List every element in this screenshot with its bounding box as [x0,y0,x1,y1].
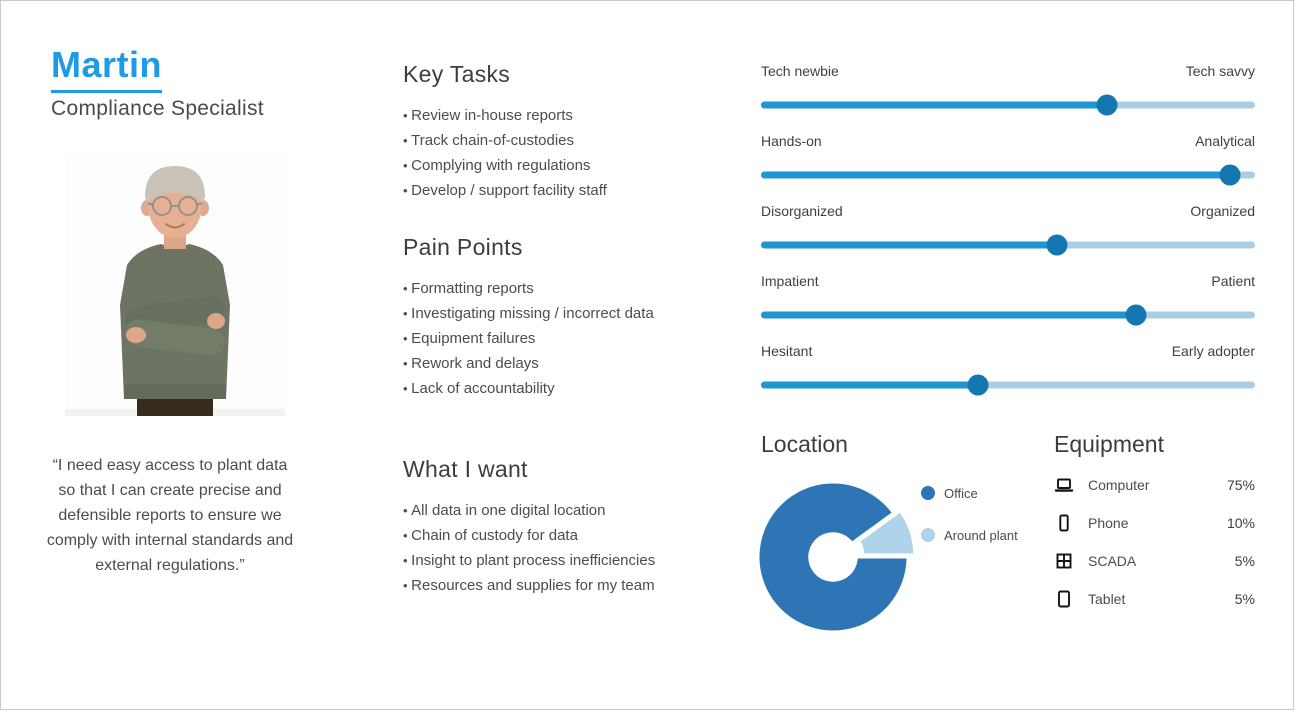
persona-photo [65,153,285,416]
slider-track [761,171,1255,179]
slider-fill [761,381,979,389]
donut-slice-around-plant [856,508,917,557]
legend-dot [921,486,935,500]
slider-fill [761,171,1231,179]
persona-role: Compliance Specialist [51,97,264,120]
equipment-row: Phone 10% [1054,511,1255,535]
list-item: Resources and supplies for my team [403,573,703,598]
slider-fill [761,241,1058,249]
equipment-row: Computer 75% [1054,473,1255,497]
equipment-row: SCADA 5% [1054,549,1255,573]
equipment-label: SCADA [1088,553,1137,569]
slider [761,94,1255,116]
equipment-list: Computer 75% Phone 10% SCADA 5% Tablet 5… [1054,473,1255,625]
list-item: Track chain-of-custodies [403,128,703,153]
persona-quote: “I need easy access to plant data so tha… [46,457,294,574]
slider-left-label: Tech newbie [761,63,839,79]
legend-item: Around plant [921,526,1018,544]
slider-left-label: Disorganized [761,203,843,219]
list-item: Insight to plant process inefficiencies [403,548,703,573]
equipment-value: 75% [1226,477,1255,493]
slider-track [761,241,1255,249]
location-donut-chart [756,480,917,634]
equipment-value: 10% [1226,515,1255,531]
slider [761,164,1255,186]
list-item: Complying with regulations [403,153,703,178]
list-item: Lack of accountability [403,376,703,401]
section-key-tasks: Key Tasks Review in-house reports Track … [403,61,703,203]
slider-row-patient: Impatient Patient [761,273,1255,326]
slider-left-label: Hesitant [761,343,813,359]
section-title: Pain Points [403,234,523,260]
donut-slice-office [756,480,910,634]
list-item: Review in-house reports [403,103,703,128]
section-pain-points: Pain Points Formatting reports Investiga… [403,234,703,401]
slider-fill [761,101,1107,109]
list-item: Formatting reports [403,276,703,301]
slider-handle[interactable] [1219,164,1241,186]
list-item: Investigating missing / incorrect data [403,301,703,326]
equipment-row: Tablet 5% [1054,587,1255,611]
key-tasks-list: Review in-house reports Track chain-of-c… [403,103,703,203]
slider-handle[interactable] [1125,304,1147,326]
location-title: Location [761,431,848,457]
slider-row-adopter: Hesitant Early adopter [761,343,1255,396]
section-title: What I want [403,456,528,482]
pain-points-list: Formatting reports Investigating missing… [403,276,703,401]
slider-right-label: Analytical [1195,133,1255,149]
slider-right-label: Tech savvy [1185,63,1255,79]
slider-track [761,311,1255,319]
scada-grid-icon [1056,553,1072,569]
equipment-label: Computer [1088,477,1150,493]
slider [761,304,1255,326]
slider-left-label: Hands-on [761,133,822,149]
list-item: Chain of custody for data [403,523,703,548]
laptop-icon [1054,478,1074,492]
legend-item: Office [921,484,1018,502]
slider-right-label: Patient [1211,273,1255,289]
section-title: Key Tasks [403,61,511,87]
list-item: Rework and delays [403,351,703,376]
slider-handle[interactable] [1096,94,1118,116]
slider-left-label: Impatient [761,273,819,289]
slider [761,234,1255,256]
list-item: Equipment failures [403,326,703,351]
slider-row-hands-on: Hands-on Analytical [761,133,1255,186]
legend-label: Office [944,485,978,501]
list-item: Develop / support facility staff [403,178,703,203]
section-what-i-want: What I want All data in one digital loca… [403,456,703,598]
slider-right-label: Early adopter [1171,343,1255,359]
equipment-value: 5% [1234,553,1255,569]
list-item: All data in one digital location [403,498,703,523]
phone-icon [1059,514,1069,532]
slider-track [761,381,1255,389]
slider-handle[interactable] [1046,234,1068,256]
location-legend: Office Around plant [921,484,1018,568]
slider-fill [761,311,1137,319]
slider-row-tech: Tech newbie Tech savvy [761,63,1255,116]
equipment-label: Tablet [1088,591,1126,607]
equipment-title: Equipment [1054,431,1164,457]
slider [761,374,1255,396]
legend-label: Around plant [944,527,1018,543]
slider-right-label: Organized [1190,203,1255,219]
slider-row-organized: Disorganized Organized [761,203,1255,256]
slider-handle[interactable] [967,374,989,396]
tablet-icon [1058,590,1070,608]
what-i-want-list: All data in one digital location Chain o… [403,498,703,598]
legend-dot [921,528,935,542]
slider-track [761,101,1255,109]
equipment-label: Phone [1088,515,1129,531]
persona-name-link[interactable]: Martin [51,45,162,93]
equipment-value: 5% [1234,591,1255,607]
